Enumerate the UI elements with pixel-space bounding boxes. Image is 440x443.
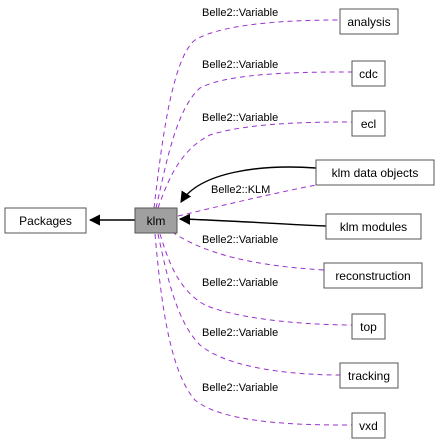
node-label-vxd: vxd (359, 419, 378, 433)
edge-label-cdc: Belle2::Variable (202, 59, 278, 71)
node-label-tracking: tracking (348, 369, 390, 383)
node-analysis[interactable]: analysis (339, 8, 399, 35)
node-label-klm: klm (147, 214, 166, 228)
edge-label-tracking: Belle2::Variable (202, 327, 278, 339)
edge-klm-modules-dependency (178, 213, 327, 227)
node-ecl[interactable]: ecl (351, 110, 386, 137)
node-label-reconstruction: reconstruction (335, 269, 410, 283)
node-label-analysis: analysis (347, 15, 390, 29)
edge-label-reconstruction: Belle2::Variable (202, 234, 278, 246)
node-cdc[interactable]: cdc (351, 60, 386, 87)
node-tracking[interactable]: tracking (339, 362, 399, 389)
edge-label-analysis: Belle2::Variable (202, 7, 278, 19)
edge-label-top: Belle2::Variable (202, 277, 278, 289)
node-klm-modules[interactable]: klm modules (325, 213, 422, 240)
node-label-cdc: cdc (359, 67, 378, 81)
edge-labels: Belle2::Variable Belle2::Variable Belle2… (202, 7, 278, 394)
node-klm-current: klm (134, 207, 178, 234)
node-top[interactable]: top (351, 313, 386, 340)
node-vxd[interactable]: vxd (351, 412, 386, 439)
edge-klm-vxd (154, 233, 353, 426)
edge-klm-analysis (153, 19, 341, 209)
edge-klm-tracking (157, 233, 341, 376)
node-label-top: top (360, 320, 377, 334)
edge-label-klm-data-objects: Belle2::KLM (211, 184, 270, 196)
node-label-packages: Packages (19, 214, 72, 228)
edges-solid (88, 166, 327, 227)
edges-dashed (153, 19, 353, 426)
edge-label-ecl: Belle2::Variable (202, 112, 278, 124)
node-klm-data-objects[interactable]: klm data objects (315, 159, 435, 186)
node-reconstruction[interactable]: reconstruction (323, 262, 423, 289)
edge-klm-reconstruction (171, 231, 325, 271)
node-packages[interactable]: Packages (4, 207, 87, 234)
node-label-klm-modules: klm modules (340, 220, 407, 234)
edge-klm-top (159, 233, 353, 326)
edge-klm-data-objects-dependency (180, 166, 317, 203)
edge-klm-ecl (157, 121, 353, 209)
node-label-klm-data-objects: klm data objects (332, 166, 419, 180)
edge-klm-cdc (155, 71, 353, 209)
node-label-ecl: ecl (361, 117, 376, 131)
edge-label-vxd: Belle2::Variable (202, 382, 278, 394)
